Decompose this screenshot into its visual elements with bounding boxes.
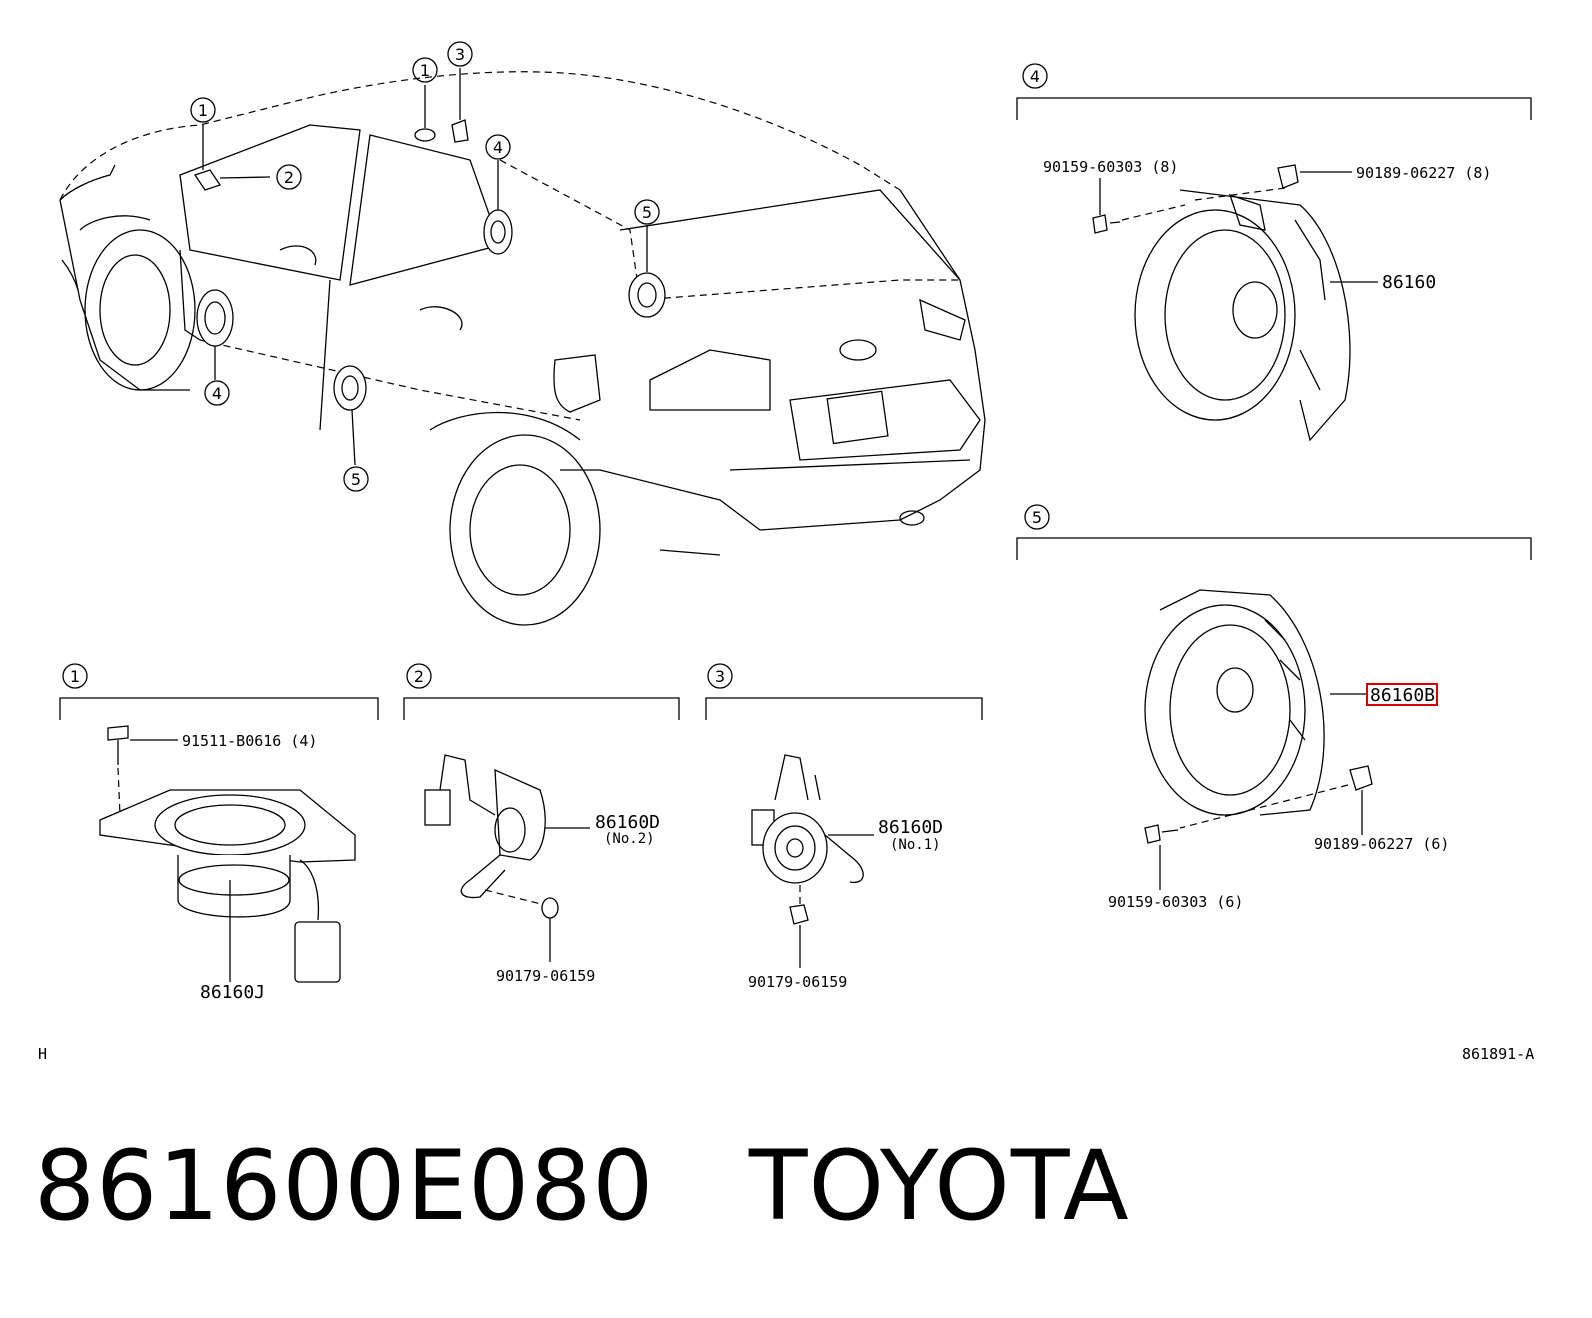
figure-id: 861891-A: [1462, 1045, 1534, 1063]
label-86160j: 86160J: [200, 982, 265, 1003]
callout-3: 3: [715, 667, 725, 686]
label-90179-06159: 90179-06159: [496, 967, 595, 985]
label-86160: 86160: [1382, 272, 1436, 293]
label-86160d: 86160D: [595, 812, 660, 833]
label-90189-06227-6: 90189-06227 (6): [1314, 835, 1449, 853]
label-86160d: 86160D: [878, 817, 943, 838]
detail-1: 1 86160J 91511-B0616 (4): [59, 663, 379, 1003]
callout-3: 3: [455, 45, 465, 64]
callout-1: 1: [198, 101, 208, 120]
detail-4: 4 90159-60303 (8) 90189-06227 (8) 86160: [1016, 63, 1532, 442]
label-90159-60303-8: 90159-60303 (8): [1043, 158, 1178, 176]
detail-3: 3 86160D (No.1) 90179-06159: [705, 663, 983, 991]
callout-2: 2: [414, 667, 424, 686]
callout-1: 1: [70, 667, 80, 686]
callout-1: 1: [420, 61, 430, 80]
callout-5: 5: [351, 470, 361, 489]
label-91511-b0616-4: 91511-B0616 (4): [182, 732, 317, 750]
callout-5: 5: [1032, 508, 1042, 527]
footer-left-mark: H: [38, 1045, 47, 1063]
callout-4: 4: [1030, 67, 1040, 86]
vehicle-speaker-markers: [193, 68, 666, 466]
part-caption: 861600E080 TOYOTA: [34, 1138, 1130, 1234]
part-number: 861600E080: [34, 1130, 655, 1242]
callout-4: 4: [493, 138, 503, 157]
label-90159-60303-6: 90159-60303 (6): [1108, 893, 1243, 911]
callout-5: 5: [642, 203, 652, 222]
label-90189-06227-8: 90189-06227 (8): [1356, 164, 1491, 182]
detail-5: 5 86160B 90189-06227 (6) 90159-60303 (6): [1016, 504, 1532, 911]
vehicle-callouts: 1 2 1 3 4 5 4 5: [190, 41, 660, 492]
label-90179-06159: 90179-06159: [748, 973, 847, 991]
label-no1: (No.1): [890, 837, 941, 853]
label-no2: (No.2): [604, 831, 655, 847]
callout-2: 2: [284, 168, 294, 187]
brand-name: TOYOTA: [748, 1130, 1130, 1242]
highlight-box: [1366, 683, 1438, 706]
label-86160b: 86160B: [1370, 685, 1435, 706]
vehicle-outline: [59, 71, 986, 626]
callout-4: 4: [212, 384, 222, 403]
detail-2: 2 86160D (No.2) 90179-06159: [403, 663, 680, 985]
